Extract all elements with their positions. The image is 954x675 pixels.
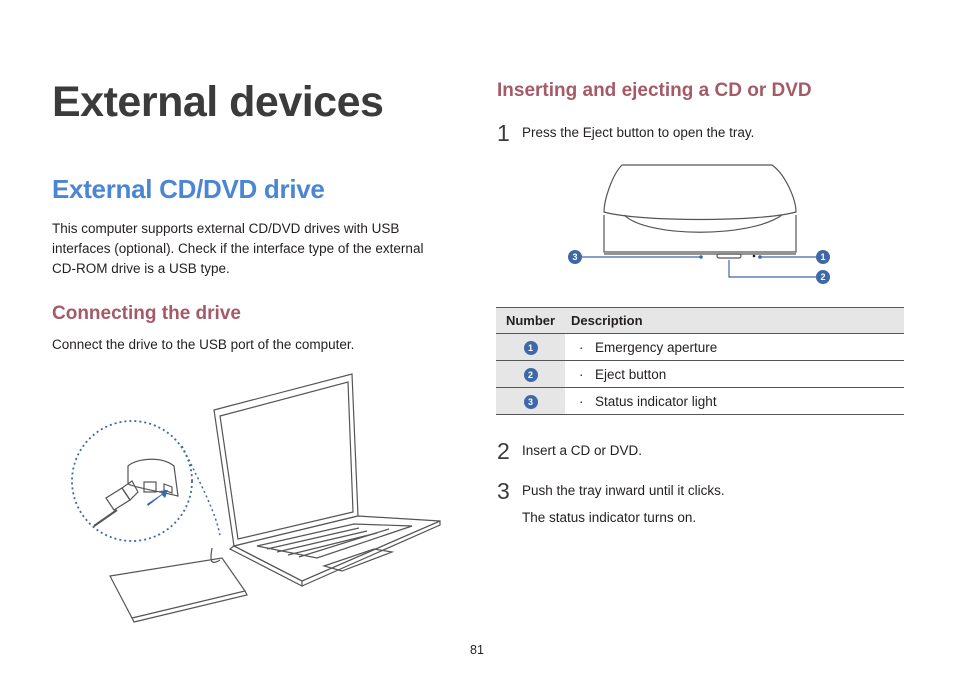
table-row: 3 · Status indicator light: [496, 387, 904, 415]
bullet: ·: [579, 339, 584, 355]
step-text: Push the tray inward until it clicks.: [522, 483, 725, 498]
step-text: Press the Eject button to open the tray.: [522, 125, 755, 140]
description-cell: · Emergency aperture: [565, 333, 904, 361]
ejecting-title: Inserting and ejecting a CD or DVD: [497, 80, 812, 101]
number-badge: 1: [523, 340, 538, 355]
callout-3: 3: [568, 250, 582, 264]
description-table: Number Description 1 · Emergency aperture…: [496, 307, 904, 415]
step-number: 3: [497, 478, 510, 504]
bullet: ·: [579, 366, 584, 382]
description-cell: · Status indicator light: [565, 387, 904, 415]
section-title: External CD/DVD drive: [52, 174, 325, 204]
table-header-row: Number Description: [496, 307, 904, 334]
intro-paragraph: This computer supports external CD/DVD d…: [52, 221, 424, 276]
number-cell: 1: [496, 333, 565, 361]
description-text: Status indicator light: [595, 393, 717, 409]
header-description: Description: [565, 307, 904, 334]
connecting-text: Connect the drive to the USB port of the…: [52, 337, 355, 352]
header-number: Number: [496, 307, 565, 334]
page-title: External devices: [52, 78, 384, 126]
number-cell: 2: [496, 360, 565, 388]
step-note: The status indicator turns on.: [522, 510, 697, 525]
number-badge: 2: [523, 367, 538, 382]
cd-drive-illustration: [582, 164, 816, 278]
table-row: 2 · Eject button: [496, 360, 904, 388]
step-number: 2: [497, 438, 510, 464]
callout-2: 2: [816, 270, 830, 284]
description-text: Eject button: [595, 366, 667, 382]
description-text: Emergency aperture: [595, 339, 718, 355]
callout-1: 1: [816, 250, 830, 264]
description-cell: · Eject button: [565, 360, 904, 388]
laptop-drive-illustration: [71, 373, 441, 623]
number-badge: 3: [523, 394, 538, 409]
step-text: Insert a CD or DVD.: [522, 443, 643, 458]
connecting-title: Connecting the drive: [52, 303, 241, 324]
bullet: ·: [579, 393, 584, 409]
step-number: 1: [497, 120, 510, 146]
number-cell: 3: [496, 387, 565, 415]
table-row: 1 · Emergency aperture: [496, 333, 904, 361]
page-number: 81: [470, 643, 484, 657]
